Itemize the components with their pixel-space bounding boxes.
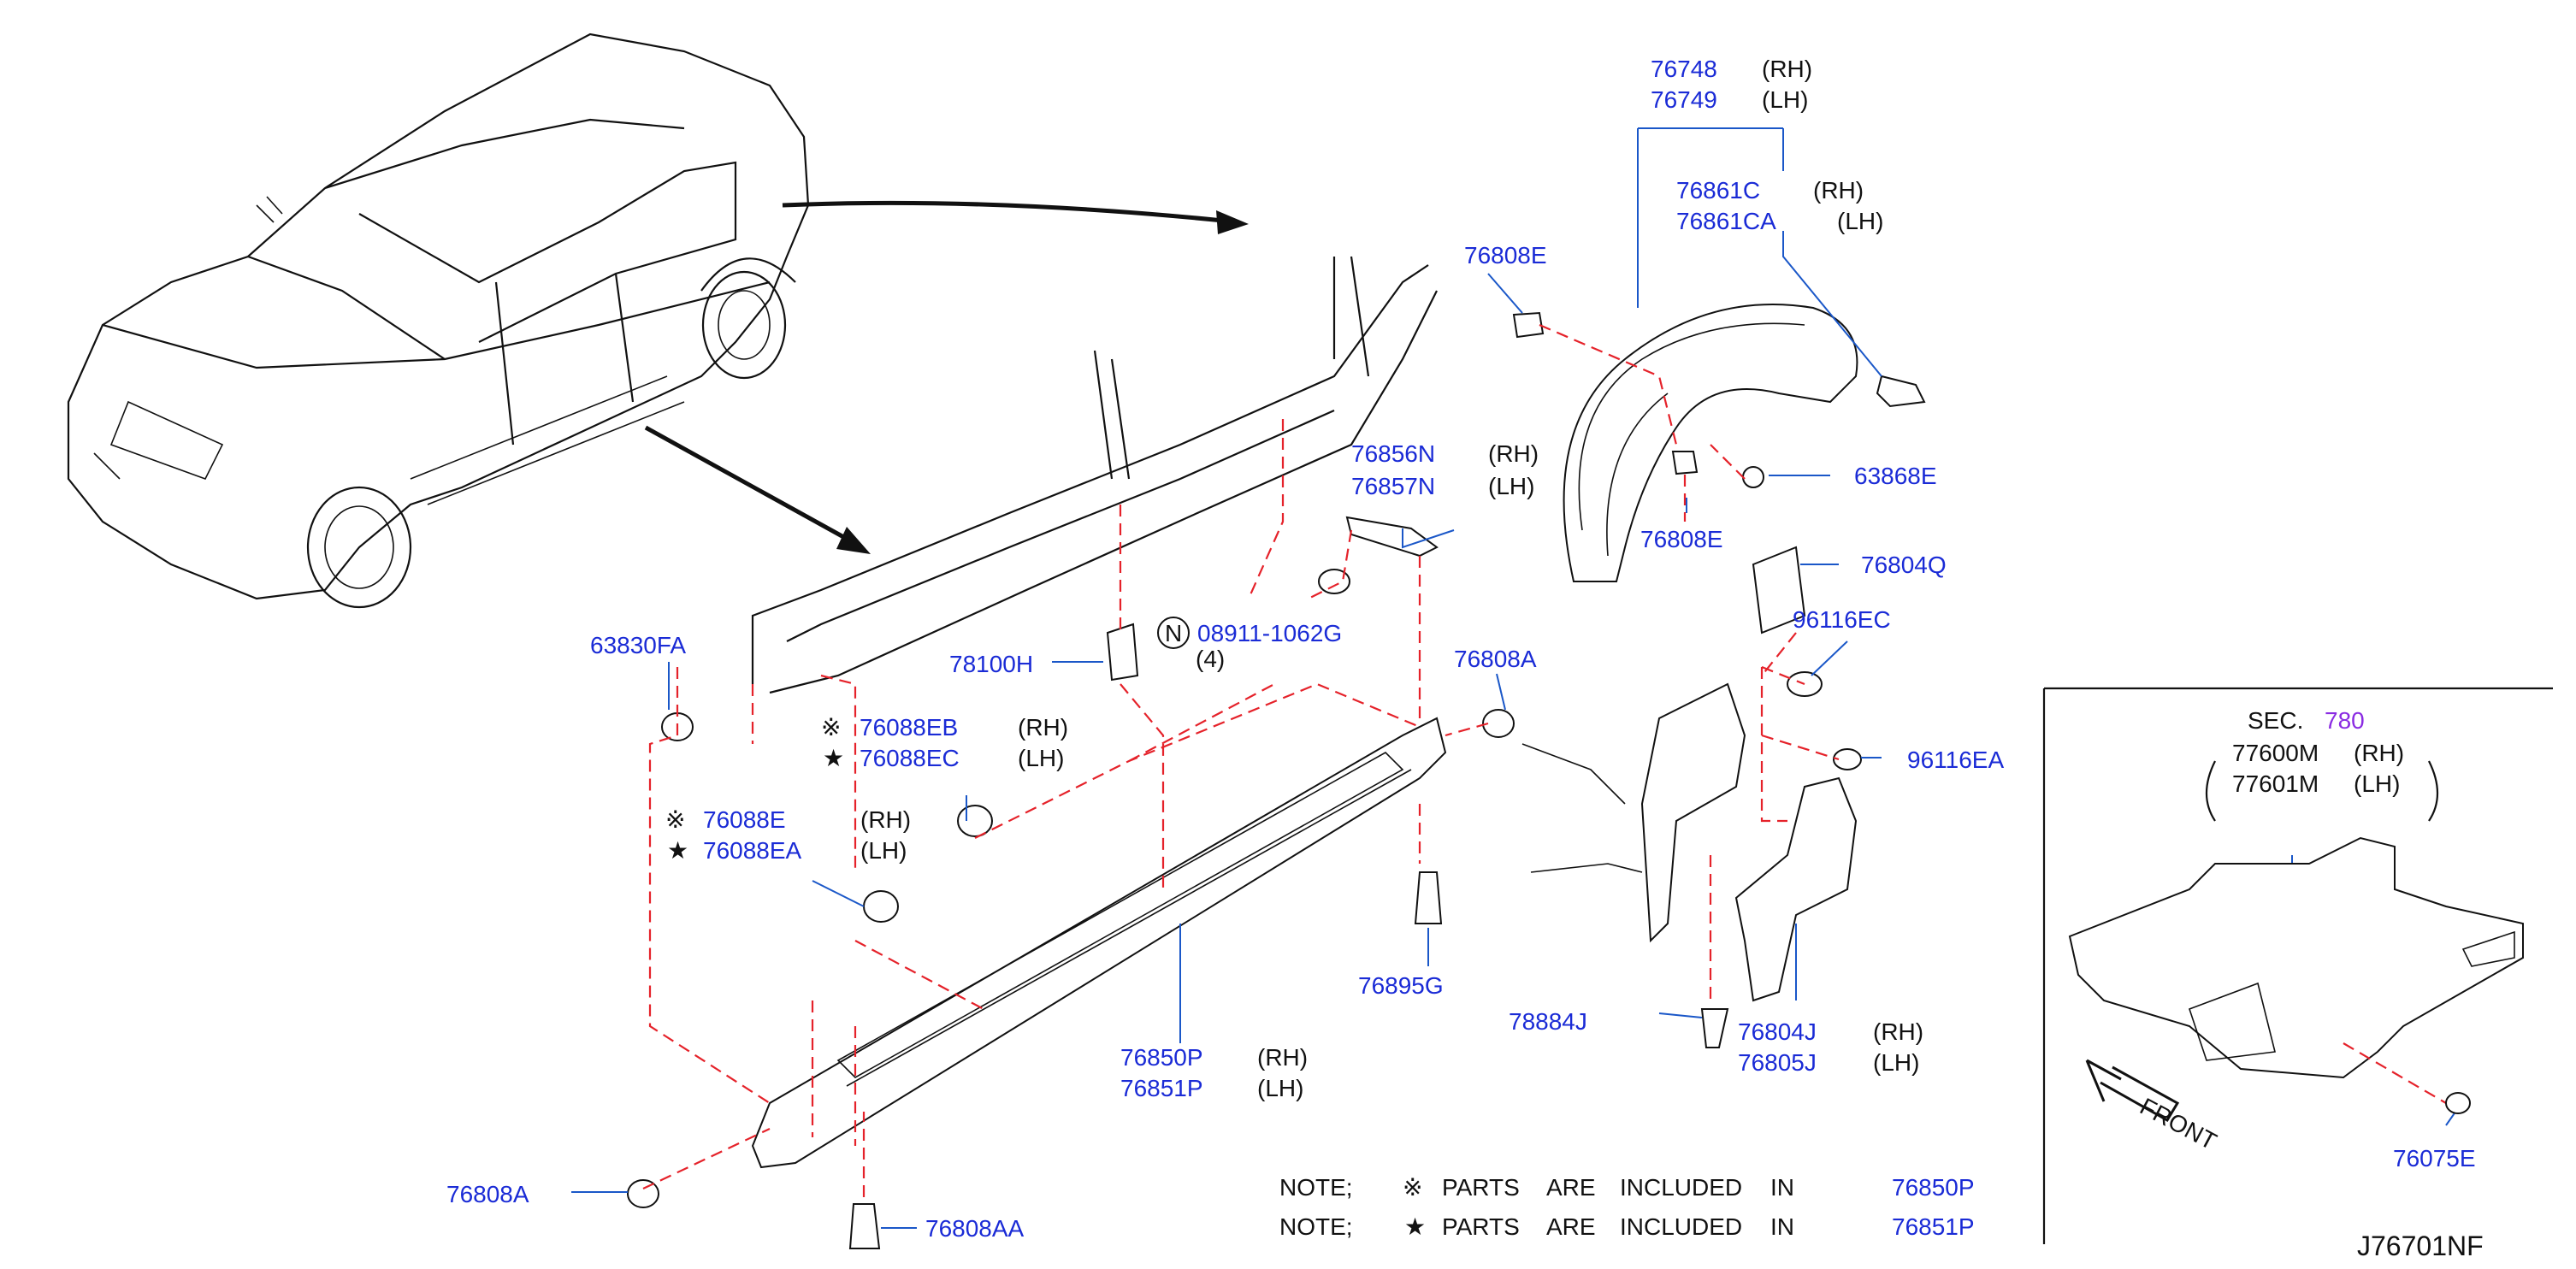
label-76088ea: 76088EA <box>703 837 802 864</box>
label-76088ec: 76088EC <box>860 745 960 771</box>
assembly-dashed-lines <box>642 323 1840 1197</box>
n-symbol: N <box>1165 620 1182 646</box>
label-77600m: 77600M <box>2232 740 2319 766</box>
part-labels: 76748 (RH) 76749 (LH) 76861C (RH) 76861C… <box>446 56 2476 1242</box>
section-inset <box>2042 687 2553 1244</box>
label-76088eb: 76088EB <box>860 714 958 741</box>
side-sill-cover <box>751 717 1447 1169</box>
label-rh: (RH) <box>860 806 911 833</box>
note-text-in: IN <box>1770 1174 1794 1201</box>
diagram-id: J76701NF <box>2357 1231 2484 1261</box>
label-rh: (RH) <box>1488 440 1539 467</box>
n-symbol-circle <box>1157 617 1190 649</box>
fasteners <box>627 311 1862 1249</box>
label-76895g: 76895G <box>1358 972 1444 999</box>
label-rh: (RH) <box>1018 714 1068 741</box>
note-text-in: IN <box>1770 1213 1794 1240</box>
label-76808a: 76808A <box>1454 646 1537 672</box>
label-lh: (LH) <box>2354 770 2400 797</box>
label-rh: (RH) <box>1762 56 1812 82</box>
label-08911-1062g: 08911-1062G <box>1197 620 1342 646</box>
label-lh: (LH) <box>1837 208 1883 234</box>
note-part: 76850P <box>1892 1174 1975 1201</box>
label-76808e: 76808E <box>1464 242 1547 269</box>
label-77601m: 77601M <box>2232 770 2319 797</box>
front-label: FRONT <box>2136 1093 2221 1155</box>
label-76861c: 76861C <box>1676 177 1760 204</box>
leader-lines <box>571 127 2459 1229</box>
kome-symbol: ※ <box>821 714 841 741</box>
label-rh: (RH) <box>1257 1044 1308 1071</box>
callout-arrows <box>644 200 1249 554</box>
star-symbol: ★ <box>667 837 688 864</box>
note-text-are: ARE <box>1546 1213 1596 1240</box>
label-lh: (LH) <box>1018 745 1064 771</box>
notes: NOTE; ※ PARTS ARE INCLUDED IN 76850P NOT… <box>1279 1174 1975 1240</box>
note-text-parts: PARTS <box>1442 1213 1520 1240</box>
note-text-included: INCLUDED <box>1620 1174 1742 1201</box>
label-lh: (LH) <box>1257 1075 1303 1101</box>
star-symbol: ★ <box>823 745 844 771</box>
mud-guard <box>1521 682 1858 1002</box>
label-76857n: 76857N <box>1351 473 1435 499</box>
label-rh: (RH) <box>1813 177 1864 204</box>
label-76804q: 76804Q <box>1861 552 1947 578</box>
label-76851p: 76851P <box>1120 1075 1203 1101</box>
label-lh: (LH) <box>1488 473 1534 499</box>
label-96116ec: 96116EC <box>1793 606 1891 633</box>
label-rh: (RH) <box>1873 1018 1923 1045</box>
fender-protector <box>1563 304 1926 582</box>
label-lh: (LH) <box>1873 1049 1919 1076</box>
note-text-included: INCLUDED <box>1620 1213 1742 1240</box>
label-76808a: 76808A <box>446 1181 529 1207</box>
label-qty: (4) <box>1196 646 1225 672</box>
label-76861ca: 76861CA <box>1676 208 1776 234</box>
label-lh: (LH) <box>1762 86 1808 113</box>
label-76850p: 76850P <box>1120 1044 1203 1071</box>
label-76856n: 76856N <box>1351 440 1435 467</box>
note-symbol: ★ <box>1404 1213 1426 1240</box>
label-76804j: 76804J <box>1738 1018 1817 1045</box>
vehicle-illustration <box>67 32 810 609</box>
note-symbol: ※ <box>1403 1174 1422 1201</box>
note-part: 76851P <box>1892 1213 1975 1240</box>
label-sec: SEC. <box>2248 707 2303 734</box>
note-text-parts: PARTS <box>1442 1174 1520 1201</box>
note-text-are: ARE <box>1546 1174 1596 1201</box>
label-96116ea: 96116EA <box>1907 747 2004 773</box>
label-63830fa: 63830FA <box>590 632 686 658</box>
label-78884j: 78884J <box>1509 1008 1587 1035</box>
label-sec-780: 780 <box>2325 707 2365 734</box>
note-prefix: NOTE; <box>1279 1213 1353 1240</box>
label-76075e: 76075E <box>2393 1145 2476 1172</box>
label-lh: (LH) <box>860 837 907 864</box>
label-78100h: 78100H <box>949 651 1033 677</box>
label-76808aa: 76808AA <box>925 1215 1025 1242</box>
label-rh: (RH) <box>2354 740 2404 766</box>
label-76748: 76748 <box>1651 56 1717 82</box>
note-prefix: NOTE; <box>1279 1174 1353 1201</box>
body-sill-outline <box>751 256 1438 694</box>
kome-symbol: ※ <box>665 806 685 833</box>
label-76805j: 76805J <box>1738 1049 1817 1076</box>
label-76808e: 76808E <box>1640 526 1723 552</box>
label-63868e: 63868E <box>1854 463 1937 489</box>
clip-76861c <box>1876 375 1926 408</box>
label-76749: 76749 <box>1651 86 1717 113</box>
label-76088e: 76088E <box>703 806 786 833</box>
